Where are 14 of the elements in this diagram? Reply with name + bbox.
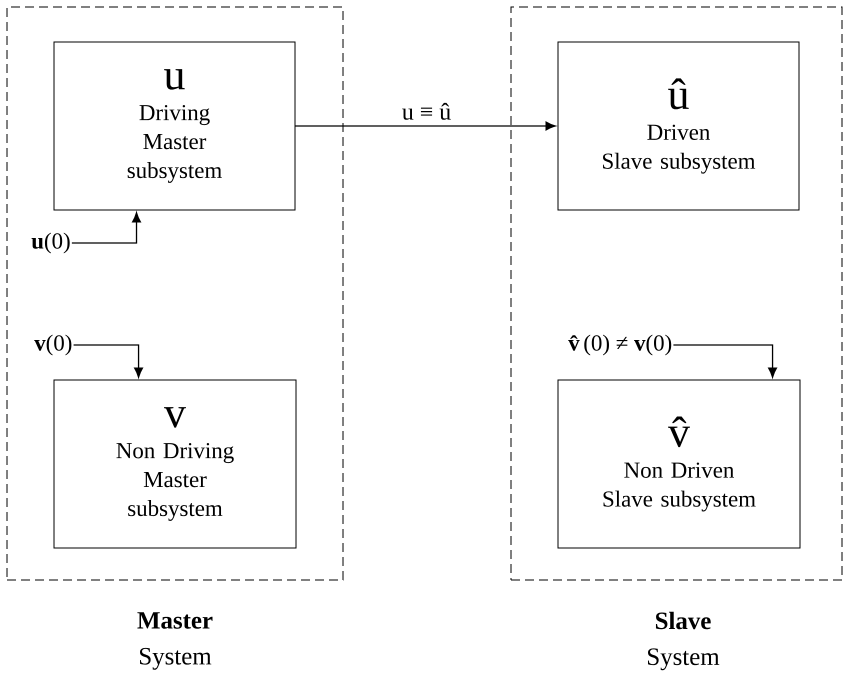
initial-condition: v(0) [34, 334, 72, 356]
subsystem-box: v Non Driving Master subsystem [54, 380, 296, 548]
arrow [74, 344, 144, 378]
arrow [673, 344, 777, 378]
subsystem-box: v̂ Non Driven Slave subsystem [558, 380, 800, 548]
system-label: Slave System [648, 612, 720, 670]
subsystem-box: u Driving Master subsystem [54, 42, 296, 210]
subsystem-box: û Driven Slave subsystem [558, 42, 800, 210]
initial-condition: u(0) [32, 232, 70, 254]
arrow [72, 212, 141, 244]
arrow [296, 122, 556, 130]
edge-label: u ≡ û [402, 102, 451, 120]
initial-condition: v̂(0) ≠ v(0) [568, 334, 672, 356]
system-label: Master System [137, 612, 212, 670]
